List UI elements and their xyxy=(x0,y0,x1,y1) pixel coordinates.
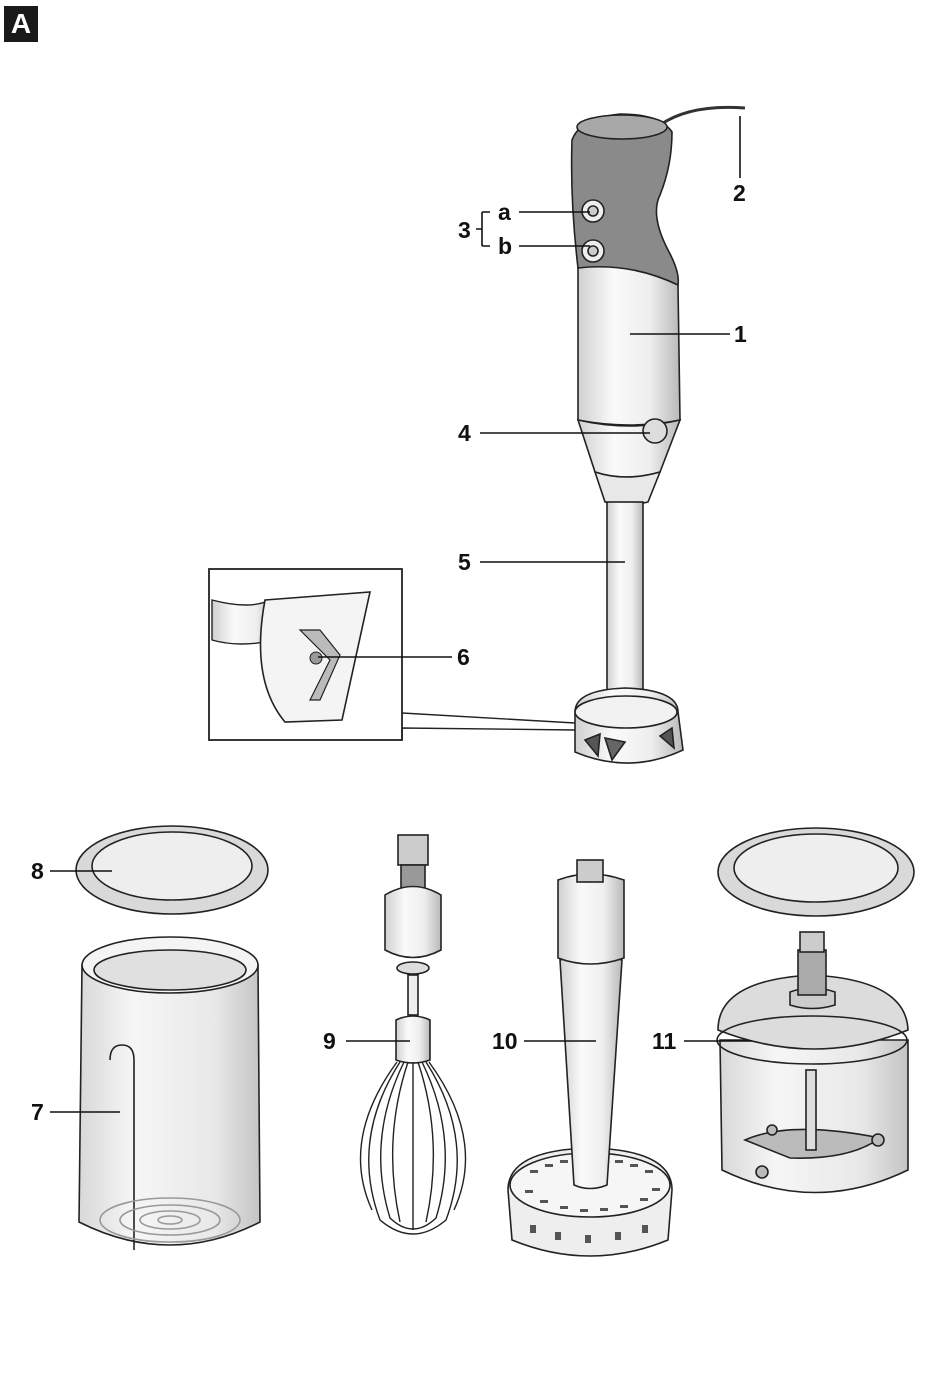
label-10: 10 xyxy=(492,1028,518,1054)
label-3: 3 xyxy=(458,217,471,243)
label-7: 7 xyxy=(31,1099,44,1125)
label-9: 9 xyxy=(323,1028,336,1054)
release-button xyxy=(643,419,667,443)
label-4: 4 xyxy=(458,420,471,446)
label-6: 6 xyxy=(457,644,470,670)
switch-a xyxy=(582,200,604,222)
blade-detail-inset xyxy=(209,569,575,740)
hand-blender xyxy=(572,107,745,763)
label-11: 11 xyxy=(652,1028,677,1054)
power-cord xyxy=(660,107,745,125)
label-3a: a xyxy=(498,199,511,225)
beaker xyxy=(79,937,260,1250)
switch-b xyxy=(582,240,604,262)
chopper xyxy=(717,828,914,1193)
label-5: 5 xyxy=(458,549,471,575)
label-3b: b xyxy=(498,233,512,259)
masher xyxy=(508,860,672,1256)
beaker-lid xyxy=(76,826,268,914)
blender-shaft xyxy=(607,502,643,692)
motor-body xyxy=(578,267,680,425)
whisk xyxy=(360,835,465,1234)
label-2: 2 xyxy=(733,180,746,206)
label-8: 8 xyxy=(31,858,44,884)
label-1: 1 xyxy=(734,321,747,347)
